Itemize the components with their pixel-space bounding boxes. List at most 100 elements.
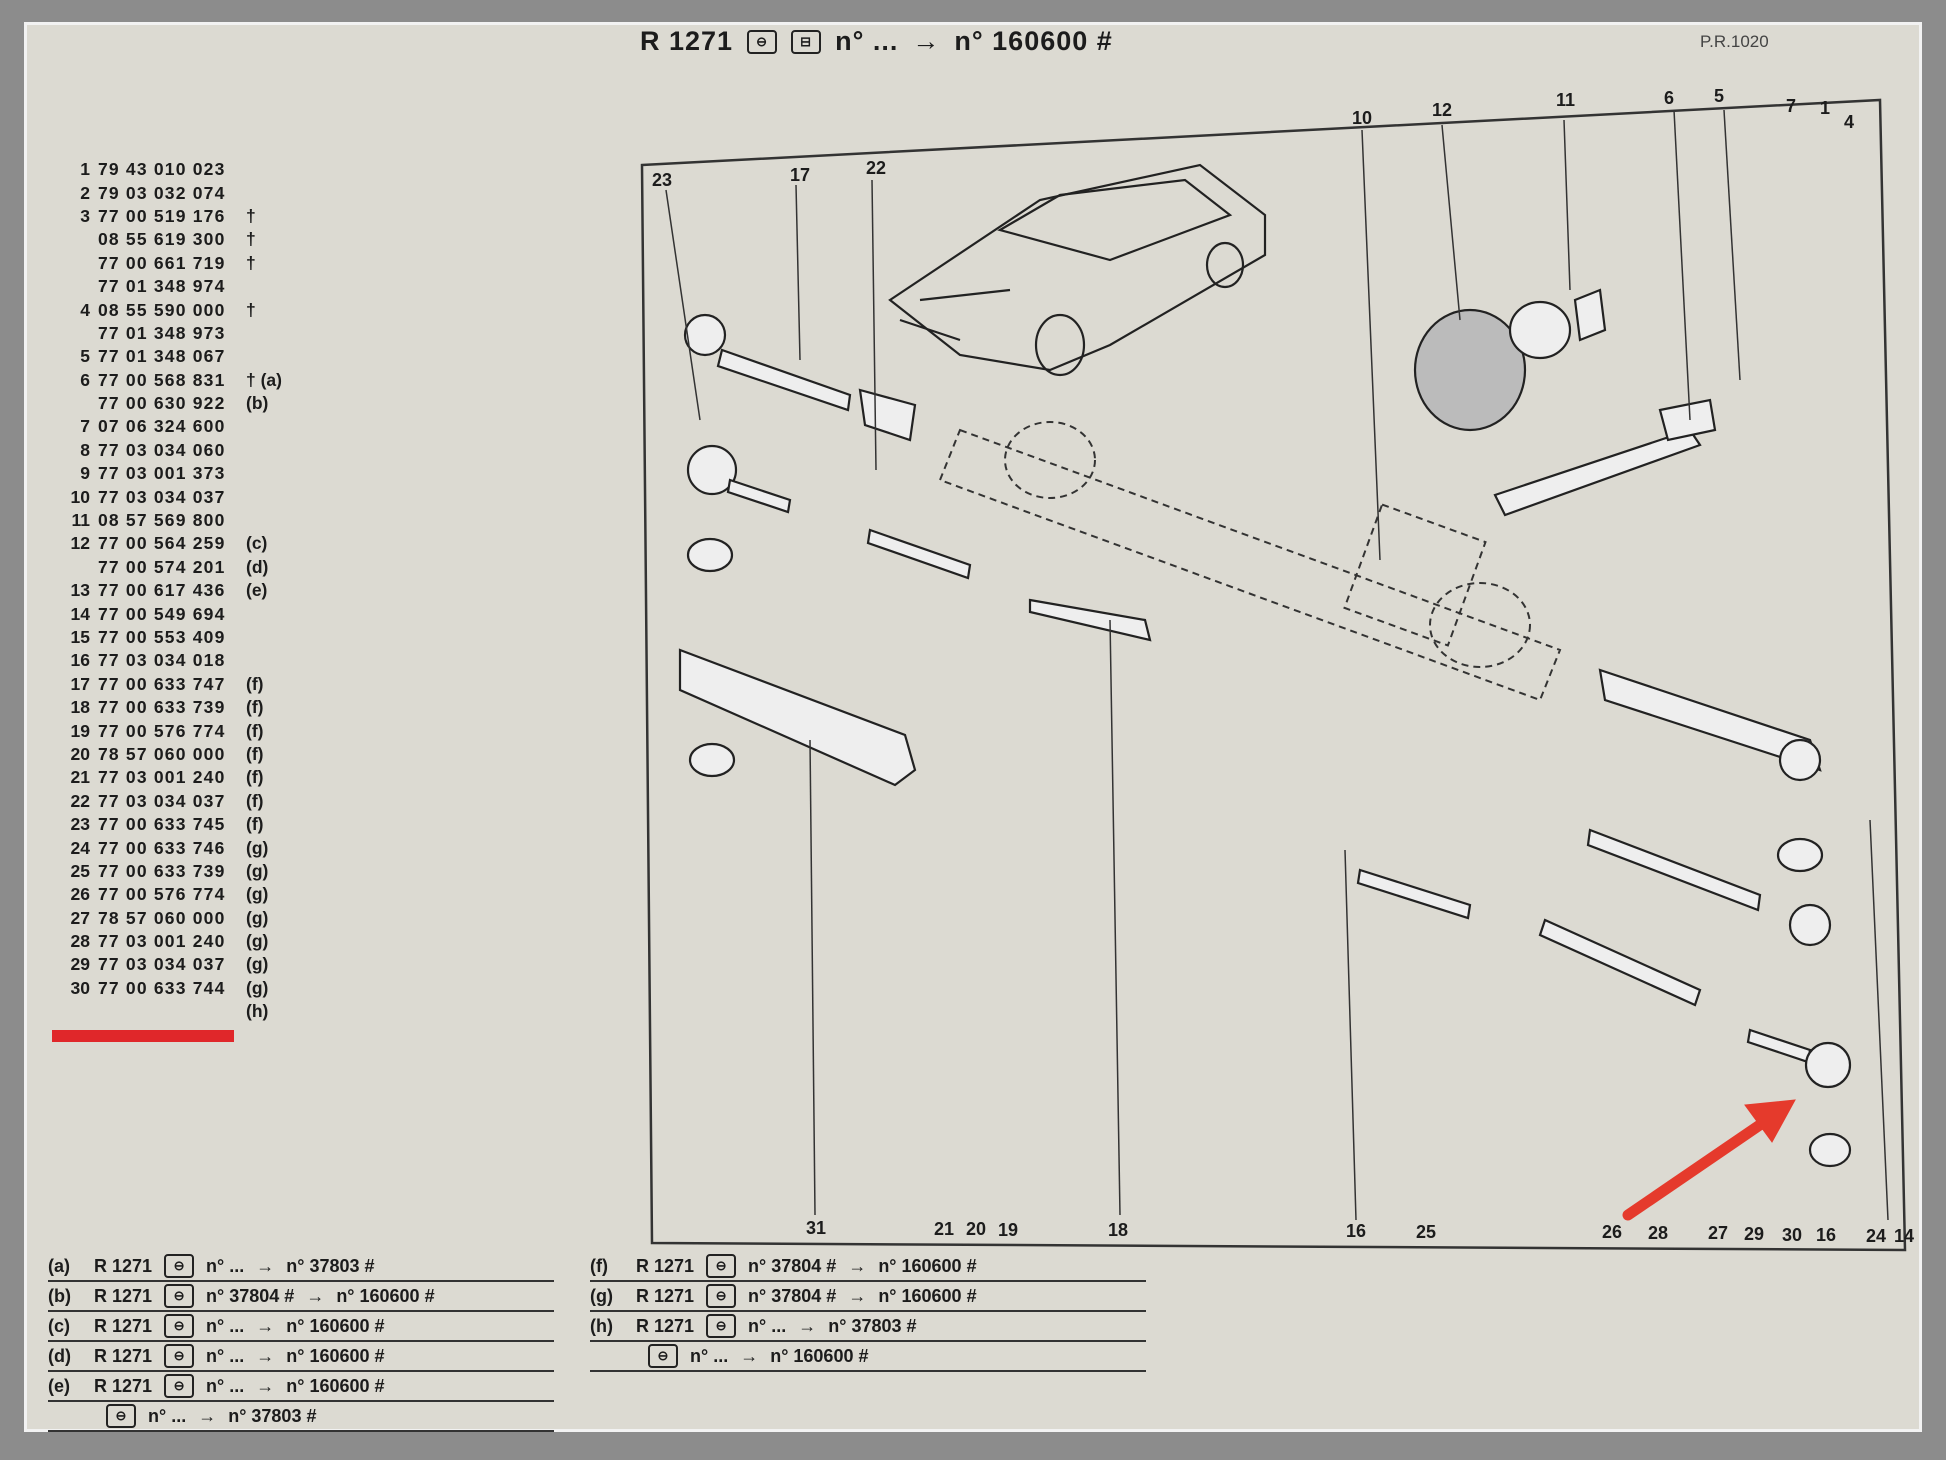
part-note: (b) (246, 393, 269, 414)
header-from: n° ... (835, 26, 899, 56)
note-key: (a) (48, 1255, 70, 1276)
note-key: (g) (590, 1285, 613, 1306)
part-num: 24 (70, 837, 90, 858)
note-from: n° ... (148, 1405, 187, 1426)
note-key: (c) (48, 1315, 70, 1336)
part-num: 29 (70, 954, 90, 975)
part-ref: 77 00 564 259 (98, 533, 226, 554)
part-row: 28 77 03 001 240 (g) (56, 930, 296, 953)
part-ref: 78 57 060 000 (98, 743, 226, 764)
note-to: n° 160600 # (286, 1375, 385, 1396)
part-num: 20 (70, 743, 90, 764)
part-note: (g) (246, 931, 269, 952)
note-key: (d) (48, 1345, 71, 1366)
part-num: 7 (80, 416, 90, 437)
note-from: n° 37804 # (206, 1285, 295, 1306)
part-note: (f) (246, 720, 264, 741)
part-num: 3 (80, 205, 90, 226)
part-note: (f) (246, 673, 264, 694)
part-note: (h) (246, 1001, 269, 1022)
note-from: n° ... (206, 1375, 245, 1396)
notes-left-table: (a)R 1271⊖n° ...→n° 37803 #(b)R 1271⊖n° … (48, 1252, 554, 1432)
note-to: n° 37803 # (228, 1405, 317, 1426)
part-row: 77 01 348 973 (56, 322, 296, 345)
part-num: 30 (70, 977, 90, 998)
callout-leaders (665, 109, 1889, 1221)
note-to: n° 160600 # (286, 1345, 385, 1366)
part-num: 17 (70, 673, 90, 694)
part-num: 16 (70, 650, 90, 671)
part-num: 21 (70, 767, 90, 788)
note-arrow: → (256, 1345, 275, 1366)
part-ref: 77 03 001 240 (98, 931, 226, 952)
part-num: 28 (70, 931, 90, 952)
part-num: 6 (80, 369, 90, 390)
part-row: (h) (56, 1000, 296, 1023)
note-key: (e) (48, 1375, 70, 1396)
part-num: 1 (80, 159, 90, 180)
part-note: † (246, 229, 256, 250)
note-from: n° ... (206, 1315, 245, 1336)
car-illustration-icon (888, 163, 1267, 377)
note-to: n° 160600 # (878, 1285, 977, 1306)
callout-label: 19 (998, 1219, 1019, 1240)
note-model: R 1271 (94, 1345, 153, 1366)
callout-label: 21 (934, 1218, 955, 1239)
note-row: (f)R 1271⊖n° 37804 #→n° 160600 # (590, 1252, 1146, 1282)
note-key: (h) (590, 1315, 613, 1336)
part-note: (e) (246, 580, 268, 601)
callout-label: 10 (1352, 108, 1373, 128)
part-ref: 77 00 574 201 (98, 556, 226, 577)
config-symbol-icon: ⊖ (648, 1344, 678, 1368)
note-to: n° 37803 # (828, 1315, 917, 1336)
callout-label: 5 (1714, 86, 1725, 106)
part-num: 18 (70, 697, 90, 718)
note-key: (b) (48, 1285, 71, 1306)
part-note: (f) (246, 814, 264, 835)
part-ref: 77 00 661 719 (98, 252, 226, 273)
part-ref: 77 00 549 694 (98, 603, 226, 624)
part-num: 22 (70, 790, 90, 811)
page-reference: P.R.1020 (1700, 32, 1769, 51)
callout-label: 4 (1844, 112, 1855, 132)
note-row: ⊖n° ...→n° 160600 # (590, 1342, 1146, 1372)
part-note: (c) (246, 533, 268, 554)
note-from: n° ... (206, 1345, 245, 1366)
part-num: 8 (80, 439, 90, 460)
part-note: (g) (246, 860, 269, 881)
callout-label: 7 (1786, 96, 1797, 116)
note-model: R 1271 (94, 1255, 153, 1276)
part-num: 19 (70, 720, 90, 741)
part-ref: 78 57 060 000 (98, 907, 226, 928)
note-arrow: → (256, 1255, 275, 1276)
part-ref: 79 03 032 074 (98, 182, 226, 203)
note-key: (f) (590, 1255, 608, 1276)
part-ref: 07 06 324 600 (98, 416, 226, 437)
highlight-underline (52, 1030, 234, 1042)
part-row: 77 00 661 719† (56, 252, 296, 275)
part-row: 08 55 619 300† (56, 228, 296, 251)
callout-label: 18 (1108, 1220, 1129, 1241)
catalog-page: P.R.1020 (24, 22, 1922, 1432)
part-num: 13 (70, 580, 90, 601)
part-num: 25 (70, 860, 90, 881)
part-num: 27 (70, 907, 90, 928)
part-ref: 77 00 633 747 (98, 673, 226, 694)
part-num: 5 (80, 346, 90, 367)
note-from: n° ... (206, 1255, 245, 1276)
note-to: n° 160600 # (336, 1285, 435, 1306)
part-note: (f) (246, 697, 264, 718)
part-ref: 77 03 034 060 (98, 439, 226, 460)
part-ref: 77 00 576 774 (98, 884, 226, 905)
